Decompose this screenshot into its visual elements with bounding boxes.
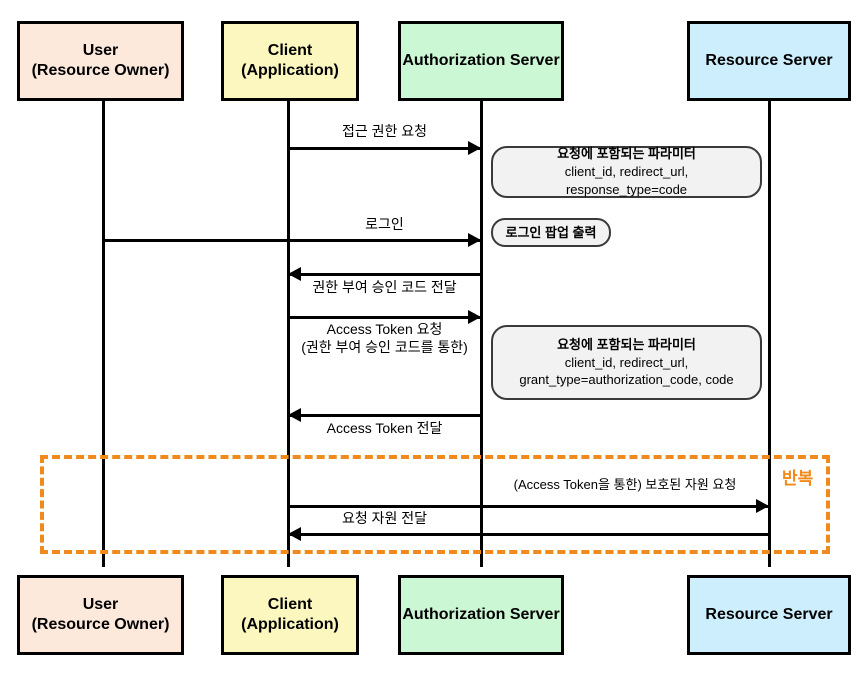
message-label-access-token-delivery: Access Token 전달 [326, 420, 443, 436]
message-line-access-token-request [288, 316, 481, 319]
participant-label-line1: Client [267, 596, 313, 613]
participant-box-authorization-server-top: Authorization Server [398, 21, 564, 101]
message-line-access-token-delivery [288, 414, 481, 417]
note-line: grant_type=authorization_code, code [519, 372, 734, 388]
participant-box-user-bottom: User (Resource Owner) [17, 575, 184, 655]
arrow-head-left-icon [288, 408, 301, 422]
message-line-authorization-code [288, 273, 481, 276]
message-label-access-token-request: Access Token 요청 (권한 부여 승인 코드를 통한) [278, 320, 491, 356]
participant-box-resource-server-top: Resource Server [687, 21, 851, 101]
participant-label-line1: Client [267, 42, 313, 59]
participant-label-line2: (Resource Owner) [31, 616, 170, 633]
message-line-access-request [288, 147, 481, 150]
participant-label-line1: Authorization Server [402, 52, 560, 69]
arrow-head-left-icon [288, 527, 301, 541]
participant-label-line1: Resource Server [705, 606, 833, 623]
lifeline-client [287, 101, 290, 567]
lifeline-user [102, 101, 105, 567]
message-label-protected-resource-request: (Access Token을 통한) 보호된 자원 요청 [513, 477, 737, 492]
participant-box-user-top: User (Resource Owner) [17, 21, 184, 101]
repeat-frame [40, 455, 830, 554]
message-label-resource-delivery: 요청 자원 전달 [341, 510, 428, 526]
message-label-authorization-code: 권한 부여 승인 코드 전달 [312, 279, 457, 295]
participant-label-line1: Resource Server [705, 52, 833, 69]
repeat-frame-label: 반복 [782, 469, 814, 488]
message-label-line1: Access Token 요청 [326, 321, 443, 337]
participant-label-line1: Authorization Server [402, 606, 560, 623]
participant-box-client-bottom: Client (Application) [221, 575, 359, 655]
participant-label-line2: (Resource Owner) [31, 62, 170, 79]
participant-label-line1: User [82, 42, 119, 59]
participant-box-resource-server-bottom: Resource Server [687, 575, 851, 655]
note-title: 요청에 포함되는 파라미터 [557, 336, 696, 352]
note-request-parameters-2: 요청에 포함되는 파라미터 client_id, redirect_url, g… [491, 325, 762, 400]
message-line-protected-resource-request [288, 505, 769, 508]
lifeline-authorization-server [480, 101, 483, 567]
participant-box-authorization-server-bottom: Authorization Server [398, 575, 564, 655]
arrow-head-left-icon [288, 267, 301, 281]
arrow-head-right-icon [468, 233, 481, 247]
lifeline-resource-server [768, 101, 771, 567]
message-line-resource-delivery [288, 533, 769, 536]
participant-box-client-top: Client (Application) [221, 21, 359, 101]
participant-label-line2: (Application) [241, 616, 339, 633]
message-label-line2: (권한 부여 승인 코드를 통한) [301, 339, 468, 356]
message-label-login: 로그인 [365, 216, 404, 232]
arrow-head-right-icon [468, 310, 481, 324]
note-line: client_id, redirect_url, [564, 354, 689, 370]
participant-label-line1: User [82, 596, 119, 613]
participant-label-line2: (Application) [241, 62, 339, 79]
note-line: client_id, redirect_url, response_type=c… [564, 164, 689, 197]
note-title: 요청에 포함되는 파라미터 [557, 146, 696, 162]
note-login-popup: 로그인 팝업 출력 [491, 218, 611, 247]
arrow-head-right-icon [756, 499, 769, 513]
message-line-login [103, 239, 481, 242]
arrow-head-right-icon [468, 141, 481, 155]
note-request-parameters-1: 요청에 포함되는 파라미터 client_id, redirect_url, r… [491, 146, 762, 198]
note-title: 로그인 팝업 출력 [505, 224, 597, 240]
message-label-access-request: 접근 권한 요청 [341, 123, 428, 139]
